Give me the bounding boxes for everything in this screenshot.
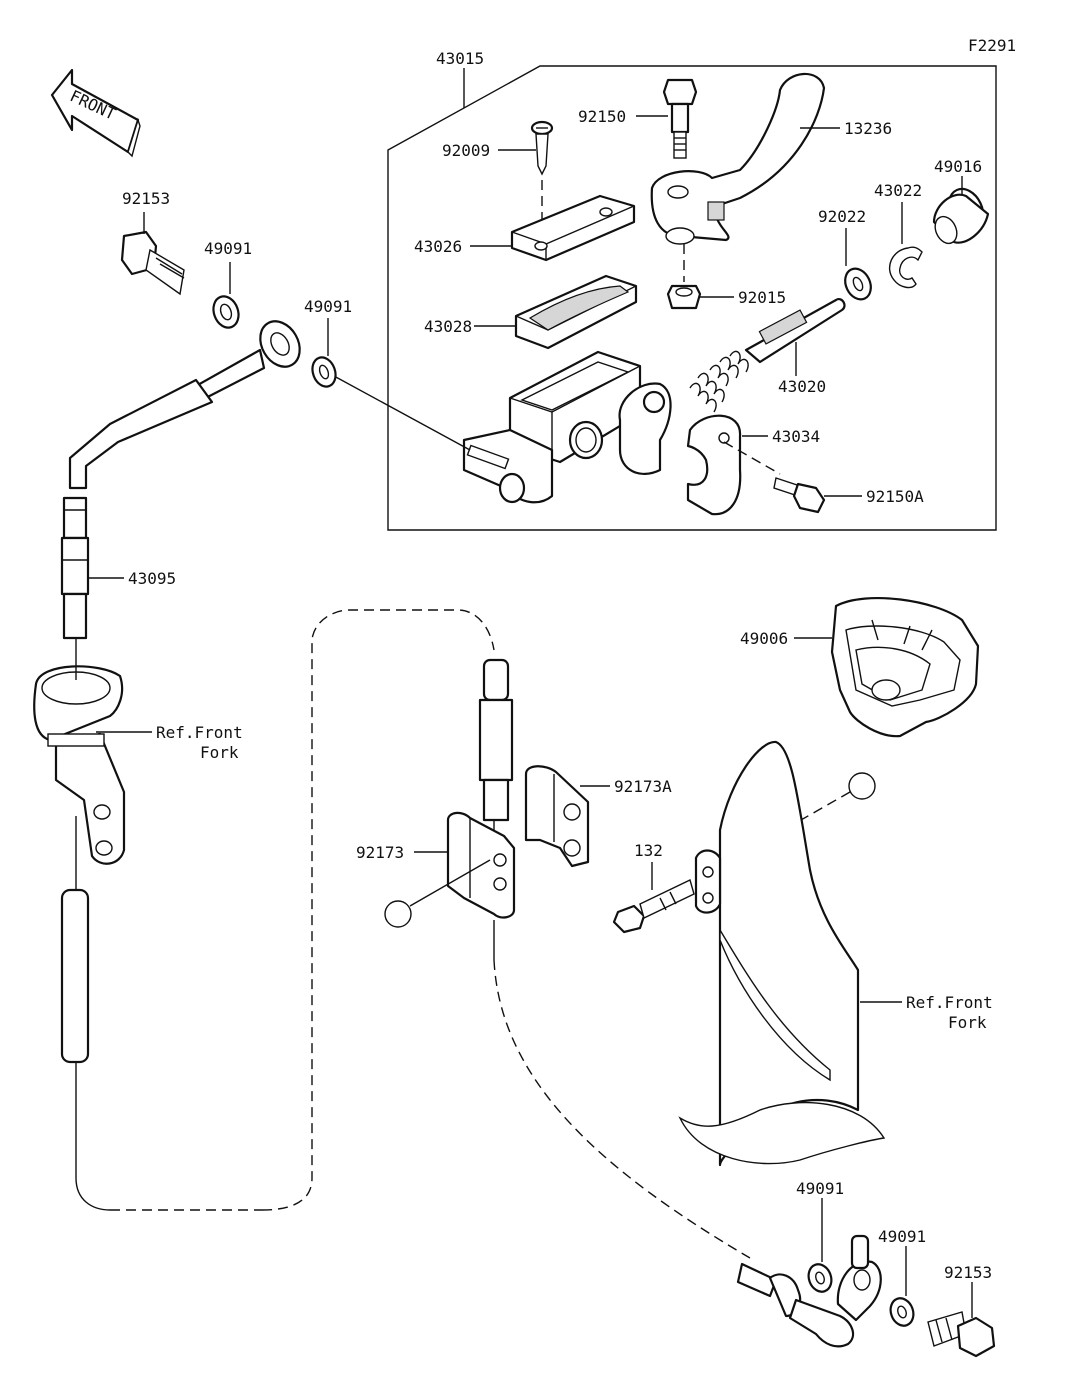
label-43015: 43015 (436, 49, 484, 68)
callout-a-left (384, 900, 412, 928)
label-49016: 49016 (934, 157, 982, 176)
label-92150: 92150 (578, 107, 626, 126)
banjo-bolt-92153-bottom (927, 1311, 996, 1358)
label-92022: 92022 (818, 207, 866, 226)
label-49091-bottom-1: 49091 (796, 1179, 844, 1198)
label-92173: 92173 (356, 843, 404, 862)
fork-mount-tab (694, 849, 722, 914)
bolt-92150 (662, 78, 698, 159)
front-arrow-icon: FRONT (50, 68, 141, 158)
nut-92015 (666, 284, 702, 310)
washer-92022 (844, 267, 872, 301)
label-ref-front-fork-2: Ref.Front (906, 993, 993, 1012)
label-ref-front-fork-1b: Fork (200, 743, 239, 762)
label-ref-front-fork-1: Ref.Front (156, 723, 243, 742)
label-43095: 43095 (128, 569, 176, 588)
label-43028: 43028 (424, 317, 472, 336)
label-92173a: 92173A (614, 777, 672, 796)
bolt-132 (612, 879, 695, 934)
cover-49006 (830, 596, 980, 738)
front-fork-right (678, 740, 886, 1167)
label-ref-front-fork-2b: Fork (948, 1013, 987, 1032)
lever-13236 (650, 72, 826, 245)
label-92015: 92015 (738, 288, 786, 307)
label-43034: 43034 (772, 427, 820, 446)
screw-92009 (530, 120, 554, 176)
figure-code: F2291 (968, 36, 1016, 55)
master-cylinder-body (462, 350, 672, 504)
circlip-43022 (889, 246, 923, 289)
hose-guide-left (33, 665, 126, 865)
label-49091-top-left: 49091 (204, 239, 252, 258)
callout-a-right (848, 772, 876, 800)
brake-hose-middle (478, 658, 751, 1259)
piston-kit-43020 (689, 298, 846, 413)
label-92153-top: 92153 (122, 189, 170, 208)
label-49006: 49006 (740, 629, 788, 648)
label-43022: 43022 (874, 181, 922, 200)
label-49091-top-mid: 49091 (304, 297, 352, 316)
assembly-43015-box (387, 65, 997, 531)
banjo-bolt-92153-top (120, 230, 185, 296)
label-92150a: 92150A (866, 487, 924, 506)
label-49091-bottom-2: 49091 (878, 1227, 926, 1246)
washer-49091-top-mid (311, 356, 337, 388)
label-13236: 13236 (844, 119, 892, 138)
clamp-92173a (524, 765, 590, 868)
hose-end-bottom (736, 1234, 882, 1348)
bolt-92150a (773, 477, 826, 514)
boot-49016 (932, 187, 990, 245)
label-92009: 92009 (442, 141, 490, 160)
washer-49091-top-left (212, 295, 240, 329)
reservoir-cap-43026 (510, 194, 636, 262)
label-43020: 43020 (778, 377, 826, 396)
brake-hose-43095 (60, 320, 301, 640)
clamp-43034 (686, 414, 742, 516)
brake-hose-lower-left (60, 609, 495, 1211)
washer-49091-bottom-1 (807, 1263, 833, 1293)
label-92153-bottom: 92153 (944, 1263, 992, 1282)
label-132: 132 (634, 841, 663, 860)
washer-49091-bottom-2 (889, 1297, 915, 1327)
label-43026: 43026 (414, 237, 462, 256)
diaphragm-43028 (514, 274, 638, 350)
